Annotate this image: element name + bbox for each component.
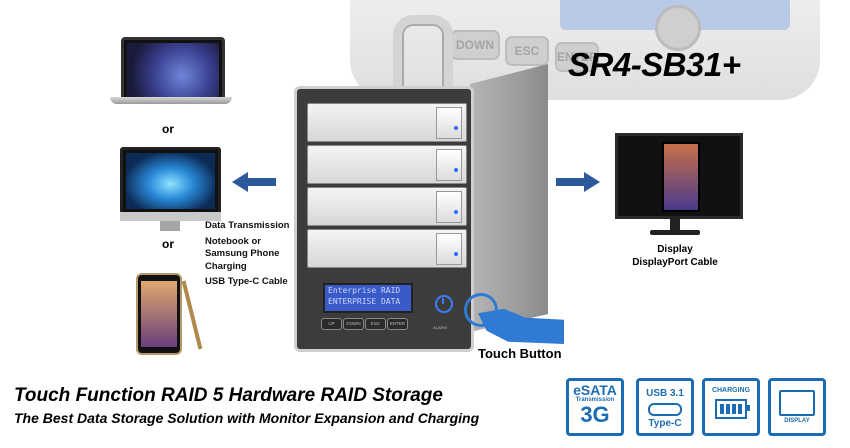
esata-sub-label: Transmission [575,397,615,403]
connection-item: Notebook or [205,235,261,247]
alarm-label: ALARM [433,325,447,330]
stylus-image [181,280,203,350]
carry-handle [393,15,453,94]
monitor-label-line: DisplayPort Cable [632,257,718,268]
background-button-enter: ENTER [555,42,599,72]
background-button-down: DOWN [450,30,500,60]
monitor-neck [670,216,680,230]
esata-icon: eSATA Transmission 3G [566,378,624,436]
touch-button-label: Touch Button [478,346,562,361]
subtitle: The Best Data Storage Solution with Moni… [14,410,480,426]
usb-type-label: Type-C [648,418,682,429]
or-label: or [162,237,174,251]
connection-item: Samsung Phone [205,248,280,259]
monitor-label-line: Display [657,244,693,255]
drive-bay-2 [307,145,467,184]
touch-ring-icon [464,293,498,327]
lcd-display: Enterprise RAID ENTERPRISE DATA [323,283,413,313]
drive-bay-1 [307,103,467,142]
monitor-label: Display DisplayPort Cable [610,243,740,269]
monitor-base [650,230,700,235]
arrow-left-icon [232,172,276,192]
laptop-base [110,97,232,104]
background-power-icon [655,5,701,51]
battery-icon [715,399,750,419]
monitor-image [615,133,743,219]
lcd-line: Enterprise RAID [328,286,401,295]
charging-icon: CHARGING [702,378,760,436]
display-icon: DISPLAY [768,378,826,436]
arrow-right-icon [556,172,600,192]
usb-port-icon [648,403,682,416]
down-button: DOWN [343,318,364,330]
background-button-esc: ESC [505,36,549,66]
raid-enclosure: Enterprise RAID ENTERPRISE DATA UP DOWN … [294,86,474,352]
esc-button: ESC [365,318,386,330]
screens-icon [779,390,815,416]
usb-label: USB 3.1 [646,388,684,399]
esata-speed: 3G [580,402,610,427]
desktop-stand [160,221,180,231]
desktop-chin [120,212,221,221]
or-label: or [162,122,174,136]
connection-item: Charging [205,260,247,272]
esata-label: eSATA [573,382,617,398]
connection-item: Data Transmission [205,220,290,231]
phone-image [136,273,182,355]
laptop-image [121,37,225,103]
up-button: UP [321,318,342,330]
enclosure-side [470,64,548,332]
drive-bay-3 [307,187,467,226]
lcd-line: ENTERPRISE DATA [328,297,401,306]
enter-button: ENTER [387,318,408,330]
usb-c-icon: USB 3.1 Type-C [636,378,694,436]
tagline: Touch Function RAID 5 Hardware RAID Stor… [14,385,443,406]
model-title: SR4-SB31+ [568,46,741,83]
charging-label: CHARGING [711,387,751,394]
connection-list: Data Transmission Notebook or Samsung Ph… [205,220,289,289]
drive-bay-4 [307,229,467,268]
display-label: DISPLAY [784,418,810,424]
power-icon [435,295,453,313]
desktop-image [120,147,221,215]
connection-item: USB Type-C Cable [205,276,288,287]
